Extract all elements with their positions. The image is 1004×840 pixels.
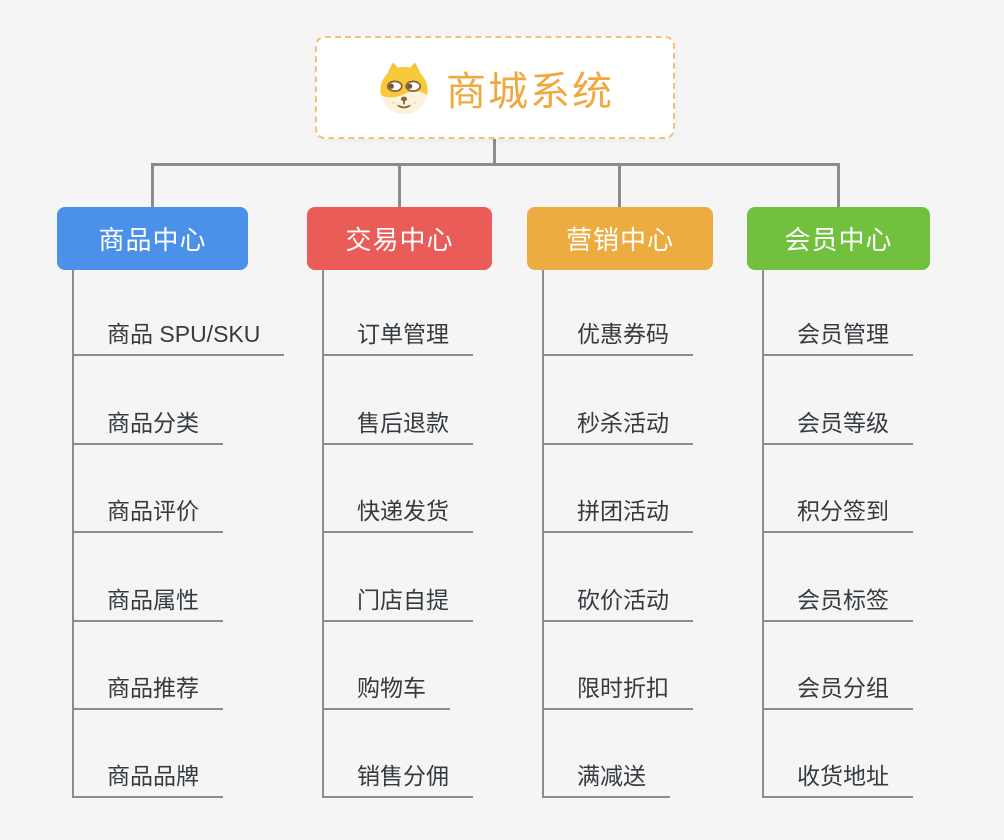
leaf-node[interactable]: 会员标签 <box>762 533 913 622</box>
branch-children-product: 商品 SPU/SKU 商品分类 商品评价 商品属性 商品推荐 商品品牌 <box>72 268 285 799</box>
leaf-node[interactable]: 会员分组 <box>762 621 913 710</box>
connector-drop-marketing <box>618 163 621 210</box>
branch-node-member-center[interactable]: 会员中心 <box>747 207 930 270</box>
branch-node-trade-center[interactable]: 交易中心 <box>307 207 492 270</box>
connector-root-drop <box>493 139 496 165</box>
connector-drop-product <box>151 163 154 210</box>
leaf-node[interactable]: 购物车 <box>322 621 450 710</box>
branch-children-marketing: 优惠券码 秒杀活动 拼团活动 砍价活动 限时折扣 满减送 <box>542 268 693 799</box>
leaf-node[interactable]: 会员管理 <box>762 268 913 357</box>
leaf-node[interactable]: 订单管理 <box>322 268 473 357</box>
leaf-node[interactable]: 商品评价 <box>72 444 223 534</box>
leaf-node[interactable]: 优惠券码 <box>542 268 693 357</box>
connector-drop-member <box>837 163 840 210</box>
leaf-node[interactable]: 售后退款 <box>322 356 473 445</box>
root-title: 商城系统 <box>446 69 614 114</box>
branch-children-member: 会员管理 会员等级 积分签到 会员标签 会员分组 收货地址 <box>762 268 913 799</box>
leaf-node[interactable]: 限时折扣 <box>542 621 693 710</box>
connector-horizontal-rail <box>151 163 840 166</box>
connector-drop-trade <box>398 163 401 210</box>
leaf-node[interactable]: 秒杀活动 <box>542 356 693 445</box>
root-node[interactable]: 商城系统 <box>315 36 675 139</box>
leaf-node[interactable]: 收货地址 <box>762 709 913 799</box>
leaf-node[interactable]: 会员等级 <box>762 356 913 445</box>
leaf-node[interactable]: 门店自提 <box>322 533 473 622</box>
leaf-node[interactable]: 商品分类 <box>72 356 223 445</box>
branch-node-marketing-center[interactable]: 营销中心 <box>527 207 713 270</box>
leaf-node[interactable]: 销售分佣 <box>322 709 473 799</box>
dog-face-icon <box>376 60 432 116</box>
leaf-node[interactable]: 商品 SPU/SKU <box>72 268 285 357</box>
leaf-node[interactable]: 商品属性 <box>72 533 223 622</box>
branch-children-trade: 订单管理 售后退款 快递发货 门店自提 购物车 销售分佣 <box>322 268 473 799</box>
leaf-node[interactable]: 积分签到 <box>762 444 913 534</box>
leaf-node[interactable]: 满减送 <box>542 709 670 799</box>
leaf-node[interactable]: 砍价活动 <box>542 533 693 622</box>
leaf-node[interactable]: 快递发货 <box>322 444 473 534</box>
leaf-node[interactable]: 商品品牌 <box>72 709 223 799</box>
branch-node-product-center[interactable]: 商品中心 <box>57 207 248 270</box>
leaf-node[interactable]: 拼团活动 <box>542 444 693 534</box>
leaf-node[interactable]: 商品推荐 <box>72 621 223 710</box>
